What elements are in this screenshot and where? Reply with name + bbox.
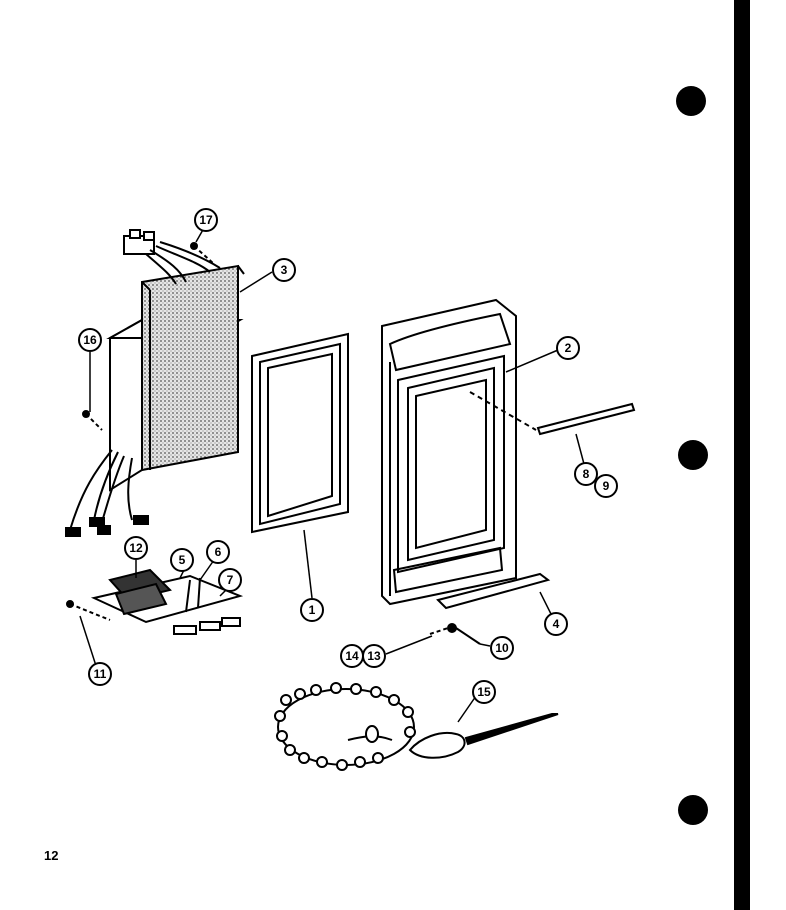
rod-part bbox=[469, 391, 636, 436]
trim-strip-part bbox=[436, 572, 551, 610]
callout-4: 4 bbox=[544, 612, 568, 636]
callout-15-label: 15 bbox=[477, 685, 491, 699]
callout-8: 8 bbox=[574, 462, 598, 486]
punch-hole-bottom bbox=[678, 795, 708, 825]
temperature-probe-part bbox=[274, 682, 559, 771]
callout-7: 7 bbox=[218, 568, 242, 592]
callout-16: 16 bbox=[78, 328, 102, 352]
callout-2: 2 bbox=[556, 336, 580, 360]
callout-9-label: 9 bbox=[603, 479, 610, 493]
callout-2-label: 2 bbox=[565, 341, 572, 355]
callout-1-label: 1 bbox=[309, 603, 316, 617]
callout-7-label: 7 bbox=[227, 573, 234, 587]
callout-10: 10 bbox=[490, 636, 514, 660]
callout-4-label: 4 bbox=[553, 617, 560, 631]
binding-strip bbox=[734, 0, 750, 910]
callout-3-label: 3 bbox=[281, 263, 288, 277]
callout-5-label: 5 bbox=[179, 553, 186, 567]
callout-14-label: 14 bbox=[345, 649, 359, 663]
callout-16-label: 16 bbox=[83, 333, 97, 347]
callout-10-label: 10 bbox=[495, 641, 509, 655]
leader-lines bbox=[79, 227, 585, 723]
callout-8-label: 8 bbox=[583, 467, 590, 481]
callout-11: 11 bbox=[88, 662, 112, 686]
callout-11-label: 11 bbox=[94, 667, 107, 681]
wire-connector bbox=[123, 229, 221, 285]
callout-3: 3 bbox=[272, 258, 296, 282]
callout-17-label: 17 bbox=[199, 213, 213, 227]
callout-1: 1 bbox=[300, 598, 324, 622]
punch-hole-top bbox=[676, 86, 706, 116]
callout-14: 14 bbox=[340, 644, 364, 668]
callout-5: 5 bbox=[170, 548, 194, 572]
callout-13: 13 bbox=[362, 644, 386, 668]
punch-hole-middle bbox=[678, 440, 708, 470]
callout-13-label: 13 bbox=[367, 649, 381, 663]
control-housing-part bbox=[106, 264, 245, 492]
callout-6: 6 bbox=[206, 540, 230, 564]
callout-15: 15 bbox=[472, 680, 496, 704]
gasket-part bbox=[251, 332, 349, 534]
hinge-pin-part bbox=[429, 623, 481, 645]
callout-17: 17 bbox=[194, 208, 218, 232]
page-number: 12 bbox=[44, 848, 59, 863]
callout-9: 9 bbox=[594, 474, 618, 498]
terminal-block-part bbox=[69, 568, 244, 635]
door-frame-part bbox=[381, 298, 517, 606]
callout-6-label: 6 bbox=[215, 545, 222, 559]
wire-harness bbox=[65, 449, 149, 537]
callout-12: 12 bbox=[124, 536, 148, 560]
callout-12-label: 12 bbox=[129, 541, 143, 555]
